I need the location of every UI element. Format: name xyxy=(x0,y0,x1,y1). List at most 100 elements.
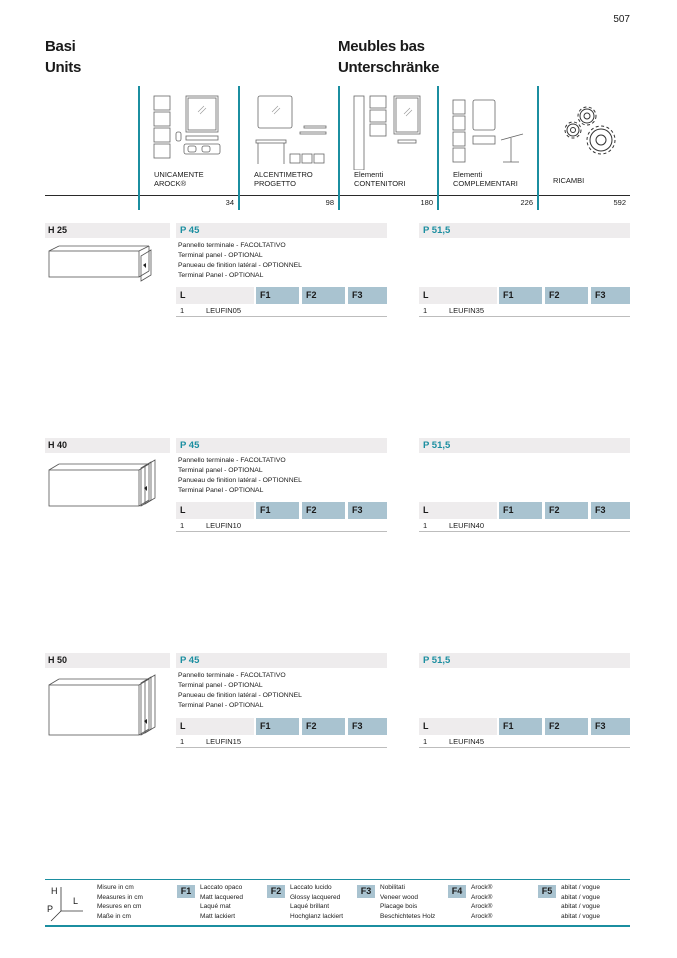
row-qty: 1 xyxy=(180,306,185,315)
nav-item-ricambi[interactable]: RICAMBI 592 xyxy=(537,86,630,210)
col-l: L xyxy=(176,718,254,735)
axes-icon xyxy=(50,887,83,922)
col-f3: F3 xyxy=(348,287,387,304)
depth-bar-p515: P 51,5 xyxy=(419,438,630,453)
legend-top-rule xyxy=(45,879,630,880)
height-label: H 25 xyxy=(48,225,68,235)
row-divider xyxy=(176,531,387,532)
col-f3: F3 xyxy=(348,718,387,735)
axis-p-label: P xyxy=(47,904,54,914)
nav-page-ref: 98 xyxy=(325,198,334,207)
row-qty: 1 xyxy=(180,521,185,530)
axis-l-label: L xyxy=(73,896,79,906)
nav-separator xyxy=(138,86,140,210)
col-f3: F3 xyxy=(348,502,387,519)
row-divider xyxy=(419,316,630,317)
row-code: LEUFIN40 xyxy=(449,521,485,530)
title-left: Basi Units xyxy=(45,36,81,78)
height-label: H 50 xyxy=(48,655,68,665)
nav-separator xyxy=(537,86,539,210)
unicamente-icon xyxy=(153,95,221,159)
row-qty: 1 xyxy=(423,306,428,315)
col-f2: F2 xyxy=(545,718,588,735)
gears-icon xyxy=(564,106,616,155)
nav-separator xyxy=(238,86,240,210)
row-qty: 1 xyxy=(423,737,428,746)
height-bar: H 50 xyxy=(45,653,170,668)
alcentimetro-icon xyxy=(255,95,327,164)
finish-code-f5: F5 xyxy=(538,885,556,898)
contenitori-icon xyxy=(353,95,421,170)
height-bar: H 25 xyxy=(45,223,170,238)
finish-code-f3: F3 xyxy=(357,885,375,898)
row-divider xyxy=(419,747,630,748)
finish-code-f4: F4 xyxy=(448,885,466,898)
col-f2: F2 xyxy=(302,287,345,304)
depth-label: P 45 xyxy=(180,225,200,236)
row-divider xyxy=(176,316,387,317)
row-divider xyxy=(176,747,387,748)
row-code: LEUFIN35 xyxy=(449,306,485,315)
col-f3: F3 xyxy=(591,287,630,304)
page-number: 507 xyxy=(613,14,630,25)
col-f2: F2 xyxy=(545,502,588,519)
row-code: LEUFIN05 xyxy=(206,306,242,315)
nav-separator xyxy=(437,86,439,210)
nav-divider xyxy=(45,195,630,196)
table-header: L F1 F2 F3 xyxy=(419,502,630,519)
col-f1: F1 xyxy=(499,718,542,735)
table-header: L F1 F2 F3 xyxy=(419,718,630,735)
title-basi: Basi xyxy=(45,38,76,55)
depth-bar-p515: P 51,5 xyxy=(419,653,630,668)
col-l: L xyxy=(419,502,497,519)
nav-page-ref: 34 xyxy=(225,198,234,207)
depth-label: P 45 xyxy=(180,440,200,451)
depth-label: P 51,5 xyxy=(423,225,451,236)
col-f1: F1 xyxy=(499,502,542,519)
col-f2: F2 xyxy=(302,502,345,519)
col-f3: F3 xyxy=(591,718,630,735)
title-meubles-bas: Meubles bas xyxy=(338,38,425,55)
nav-page-ref: 226 xyxy=(520,198,533,207)
col-l: L xyxy=(419,718,497,735)
finish-text-f4: Arock®Arock® Arock®Arock® xyxy=(471,884,493,920)
row-divider xyxy=(419,531,630,532)
axis-h-label: H xyxy=(51,886,58,896)
col-l: L xyxy=(176,502,254,519)
col-f1: F1 xyxy=(499,287,542,304)
depth-bar-p45: P 45 xyxy=(176,653,387,668)
depth-label: P 51,5 xyxy=(423,655,451,666)
col-l: L xyxy=(419,287,497,304)
depth-label: P 45 xyxy=(180,655,200,666)
depth-bar-p45: P 45 xyxy=(176,223,387,238)
depth-label: P 51,5 xyxy=(423,440,451,451)
height-bar: H 40 xyxy=(45,438,170,453)
row-code: LEUFIN15 xyxy=(206,737,242,746)
col-f2: F2 xyxy=(302,718,345,735)
nav-page-ref: 180 xyxy=(420,198,433,207)
row-code: LEUFIN45 xyxy=(449,737,485,746)
col-l: L xyxy=(176,287,254,304)
unit-drawing-h50 xyxy=(48,674,156,736)
title-unterschraenke: Unterschränke xyxy=(338,59,440,76)
depth-bar-p45: P 45 xyxy=(176,438,387,453)
nav-page-ref: 592 xyxy=(613,198,626,207)
col-f2: F2 xyxy=(545,287,588,304)
complementari-icon xyxy=(452,99,524,163)
unit-drawing-h40 xyxy=(48,459,156,507)
